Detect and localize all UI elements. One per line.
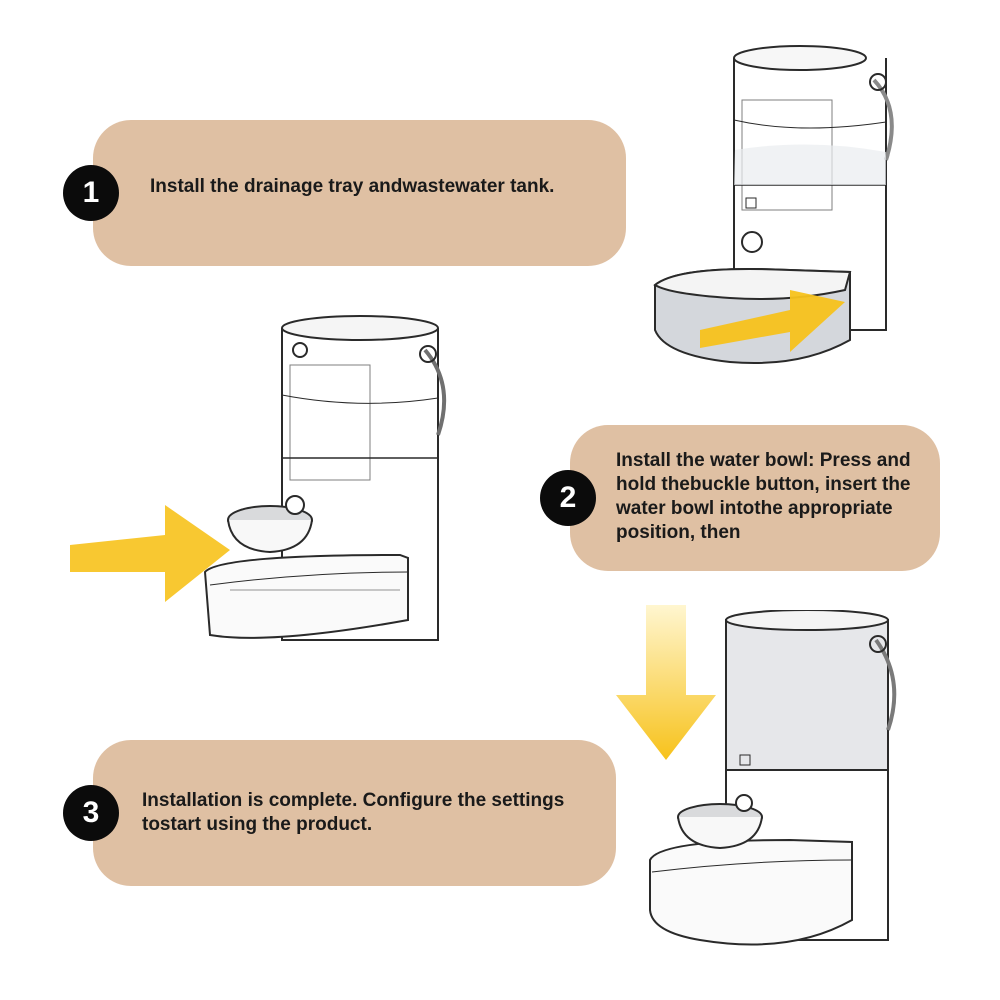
step-1-badge: 1: [63, 165, 119, 221]
step-1-text: Install the drainage tray andwastewater …: [150, 176, 555, 197]
step-2-badge: 2: [540, 470, 596, 526]
arrow-right-icon-2: [70, 505, 230, 602]
step-3-text: Installation is complete. Configure the …: [142, 790, 565, 835]
arrow-down-icon: [616, 605, 716, 760]
step-3-pill: [93, 740, 616, 886]
step-2-text: Install the water bowl: Press and hold t…: [616, 450, 911, 543]
feeder-illustration-step-2: [70, 315, 447, 641]
step-1-pill: [93, 120, 626, 266]
feeder-illustration-step-1: [653, 45, 894, 365]
step-2-pill: [570, 425, 940, 571]
feeder-illustration-step-3: [649, 610, 897, 946]
arrow-right-icon: [700, 290, 845, 352]
step-3-badge: 3: [63, 785, 119, 841]
